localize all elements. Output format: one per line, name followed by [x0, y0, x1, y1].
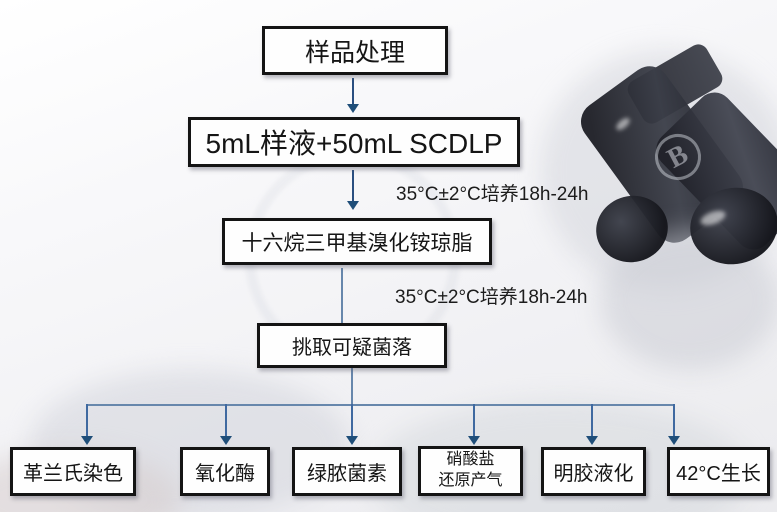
annotation-incubation-1: 35°C±2°C培养18h-24h — [396, 184, 589, 205]
connector-line-agar-to-pick — [341, 268, 343, 323]
arrow-down-icon — [586, 436, 598, 445]
node-pick-suspect-colony: 挑取可疑菌落 — [257, 323, 447, 368]
branch-line-5 — [591, 404, 593, 437]
branch-rail — [87, 404, 675, 406]
arrow-down-icon — [347, 201, 359, 210]
connector-stem — [351, 368, 353, 405]
node-test-pyocyanin: 绿脓菌素 — [292, 447, 402, 496]
node-sample-processing: 样品处理 — [262, 26, 448, 75]
arrow-down-icon — [346, 436, 358, 445]
branch-line-4 — [473, 404, 475, 437]
arrow-down-icon — [468, 436, 480, 445]
node-enrichment-broth: 5mL样液+50mL SCDLP — [188, 117, 520, 167]
node-cetrimide-agar: 十六烷三甲基溴化铵琼脂 — [222, 218, 492, 265]
node-test-oxidase: 氧化酶 — [180, 447, 270, 496]
branch-line-6 — [673, 404, 675, 437]
branch-line-3 — [351, 404, 353, 437]
arrow-down-icon — [81, 436, 93, 445]
connector-line-sample-to-enrichment — [352, 78, 354, 105]
node-test-gram-stain: 革兰氏染色 — [10, 447, 136, 496]
annotation-incubation-2: 35°C±2°C培养18h-24h — [395, 287, 588, 308]
node-test-nitrate-reduction: 硝酸盐 还原产气 — [418, 446, 523, 496]
connector-line-enrichment-to-agar — [352, 170, 354, 202]
branch-line-2 — [225, 404, 227, 437]
node-test-growth-42c: 42°C生长 — [667, 447, 770, 496]
branch-line-1 — [86, 404, 88, 437]
arrow-down-icon — [220, 436, 232, 445]
node-test-gelatin-liquefaction: 明胶液化 — [541, 447, 646, 496]
arrow-down-icon — [347, 104, 359, 113]
arrow-down-icon — [668, 436, 680, 445]
